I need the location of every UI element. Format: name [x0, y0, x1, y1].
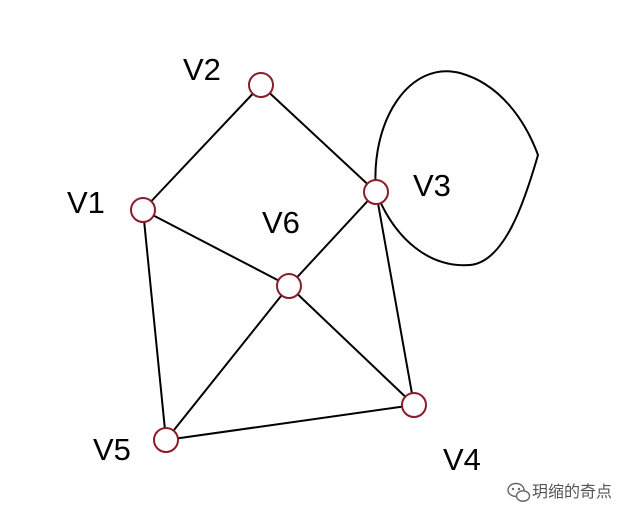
label-v3: V3	[413, 168, 451, 203]
edge-v3-self-loop	[374, 70, 540, 267]
node-v5	[153, 427, 179, 453]
label-v4: V4	[443, 442, 481, 477]
label-v1: V1	[67, 185, 105, 220]
wechat-icon	[507, 482, 531, 502]
edge-v6-v4	[288, 285, 415, 406]
node-v1	[130, 197, 156, 223]
node-v2	[248, 72, 274, 98]
label-v6: V6	[262, 205, 300, 240]
node-v6	[276, 273, 302, 299]
labels-group: V1 V2 V3 V4 V5 V6	[67, 52, 481, 477]
edge-v5-v6	[165, 285, 290, 441]
edge-v1-v2	[142, 84, 262, 211]
watermark-text: 玥缩的奇点	[532, 482, 612, 501]
edge-v2-v3	[260, 84, 377, 193]
edge-v1-v5	[142, 209, 167, 441]
edge-v1-v6	[142, 209, 290, 287]
label-v2: V2	[183, 52, 221, 87]
node-v4	[401, 392, 427, 418]
edge-v3-v4	[375, 191, 415, 406]
watermark: 玥缩的奇点	[507, 482, 612, 502]
edge-v5-v4	[165, 404, 415, 441]
edges-group	[142, 70, 540, 441]
node-v3	[363, 179, 389, 205]
edge-v3-v6	[288, 191, 377, 287]
nodes-group	[130, 72, 427, 453]
label-v5: V5	[93, 432, 131, 467]
